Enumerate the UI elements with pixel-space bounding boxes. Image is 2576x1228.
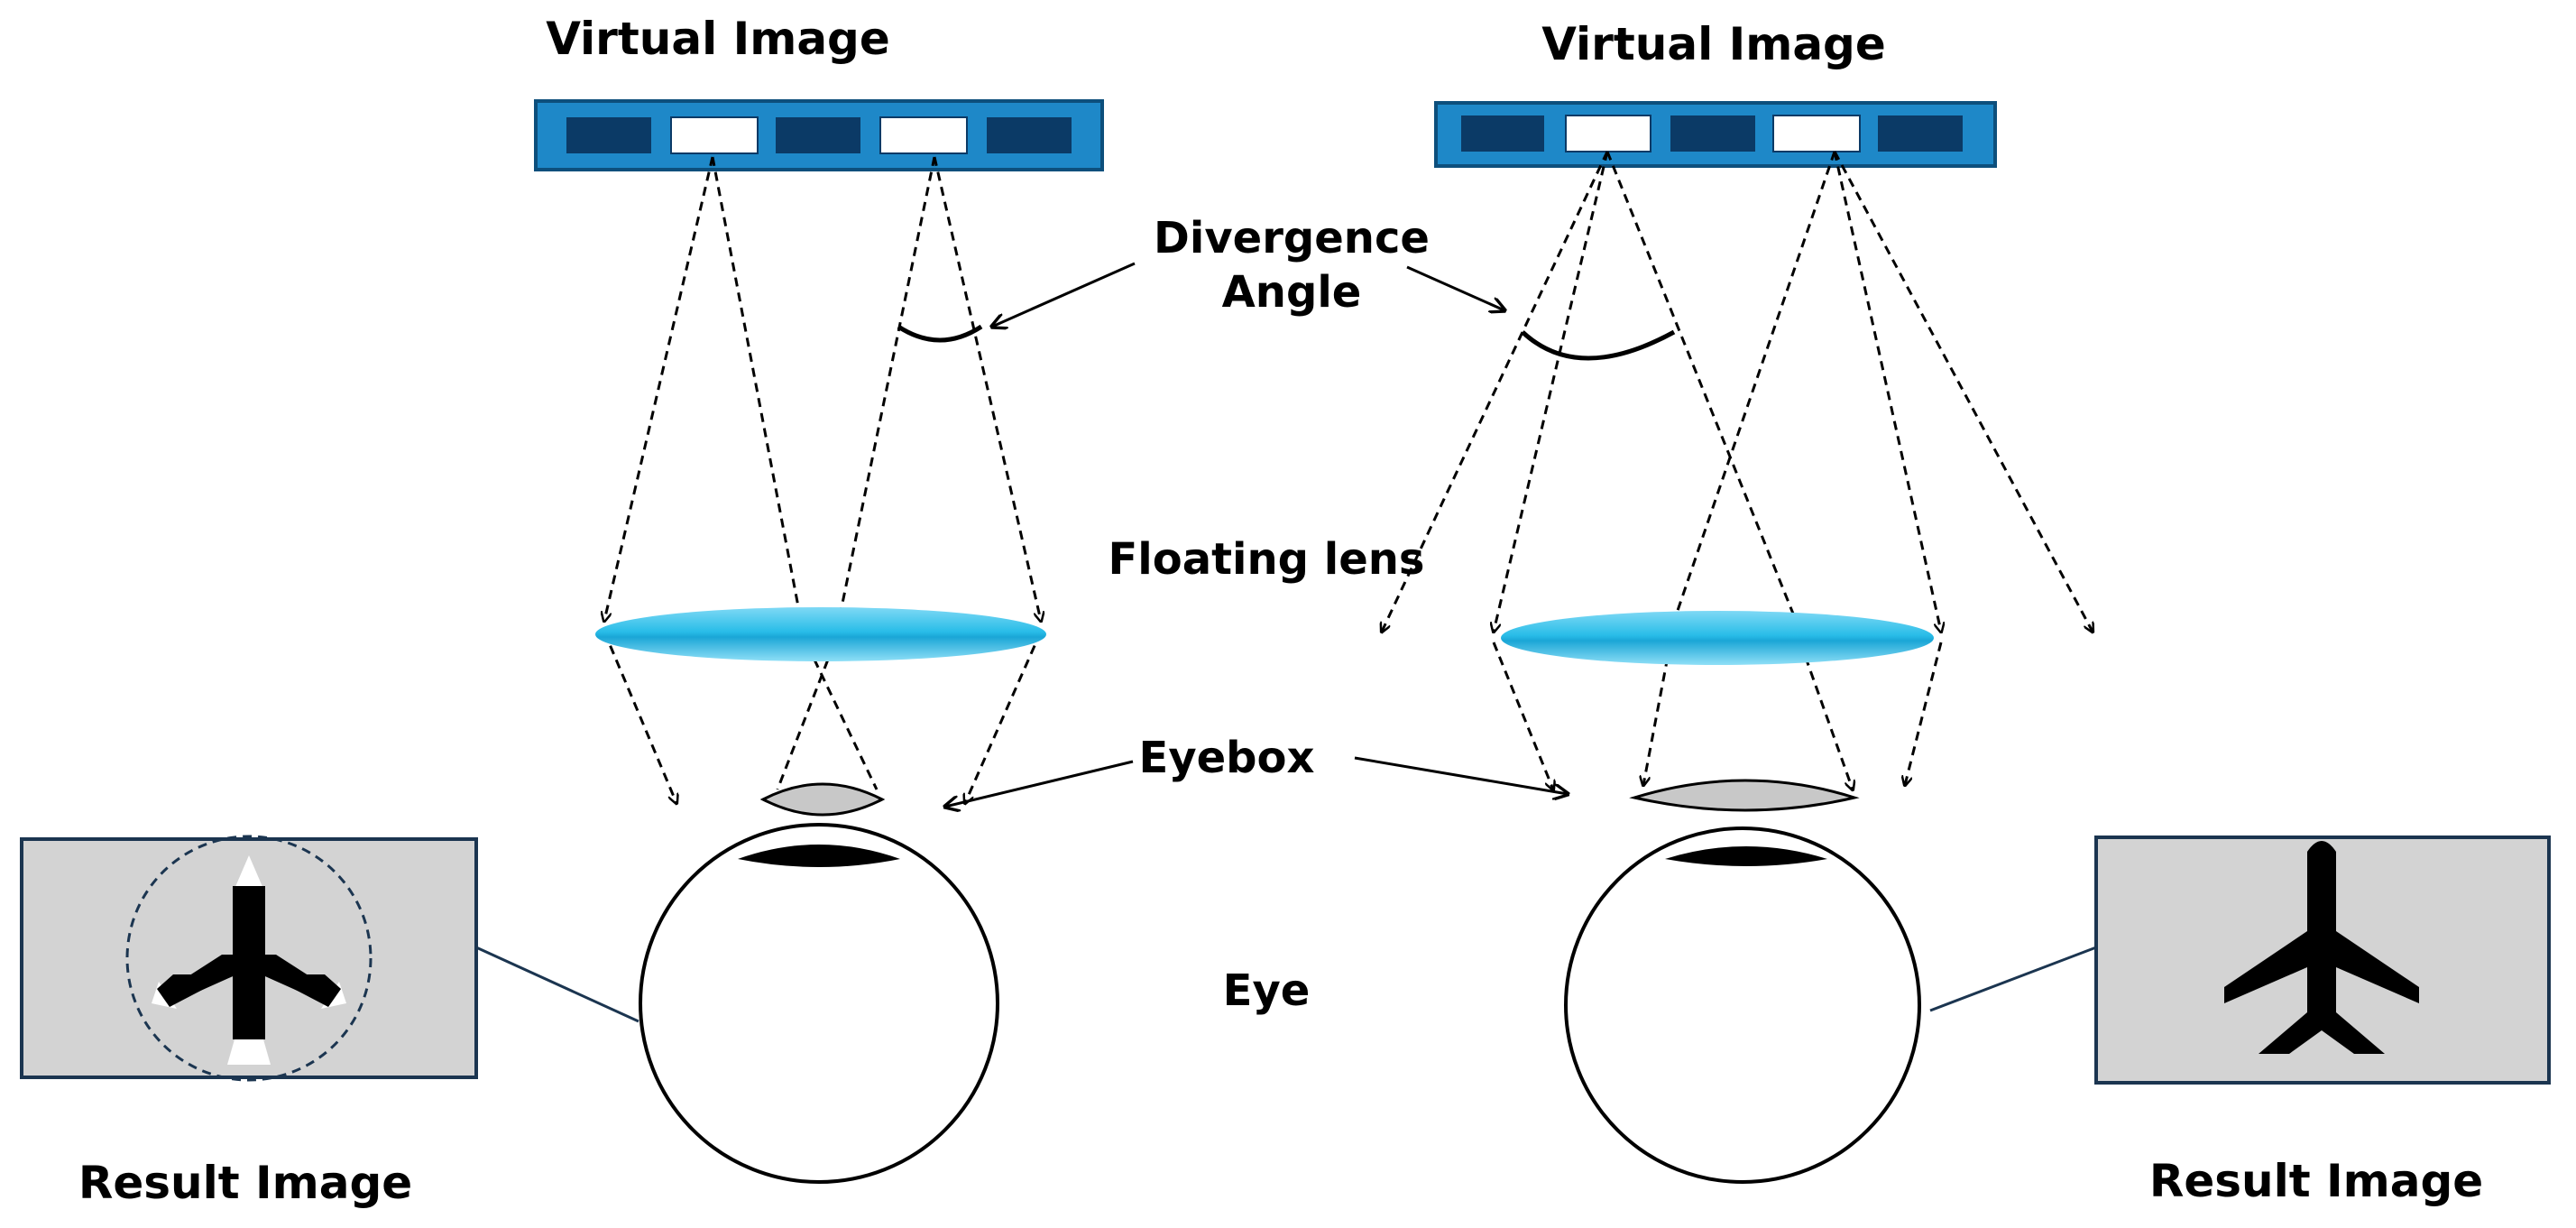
eyebox-icon [1629,779,1860,812]
dark-pixel-icon [1878,115,1963,152]
divergence-angle-label-line2: Angle [1222,267,1362,318]
result-image-label-left: Result Image [78,1157,412,1209]
virtual-image-display-right [1434,101,1997,168]
result-panel-left [20,835,639,1082]
divergence-pointer-right [1406,265,1504,310]
eyeball-left [639,823,999,1184]
pupil-icon [738,845,900,867]
dark-pixel-icon [566,117,651,153]
floating-lens-label: Floating lens [1109,534,1425,585]
dark-pixel-icon [1670,115,1755,152]
eyeball-right [1564,826,1921,1184]
lit-pixel-icon [1772,115,1861,152]
divergence-pointer-left [992,262,1136,327]
virtual-image-label-right: Virtual Image [1541,18,1886,70]
dark-pixel-icon [987,117,1072,153]
airplane-icon [152,855,346,1065]
airplane-icon [2224,841,2419,1054]
lit-pixel-icon [879,116,968,154]
result-image-label-right: Result Image [2149,1155,2483,1207]
dark-pixel-icon [1461,115,1544,152]
pupil-icon [1665,846,1827,866]
rays-left [604,156,1041,803]
lit-pixel-icon [1565,115,1651,152]
divergence-angle-label-line1: Divergence [1154,213,1430,263]
dark-pixel-icon [776,117,860,153]
divergence-arc-left [897,324,983,343]
eyebox-pointer-left [945,760,1134,807]
divergence-arc-right [1521,329,1676,361]
eyebox-icon [759,782,886,817]
lit-pixel-icon [670,116,759,154]
result-panel-right [1929,836,2551,1085]
virtual-image-display-left [534,99,1104,171]
floating-lens-icon [1501,611,1934,665]
floating-lens-icon [595,607,1046,661]
rays-right [1382,151,2093,789]
eyebox-pointer-right [1354,756,1568,794]
eye-label: Eye [1223,965,1311,1016]
virtual-image-label-left: Virtual Image [546,13,890,65]
eyebox-label: Eyebox [1139,733,1315,783]
